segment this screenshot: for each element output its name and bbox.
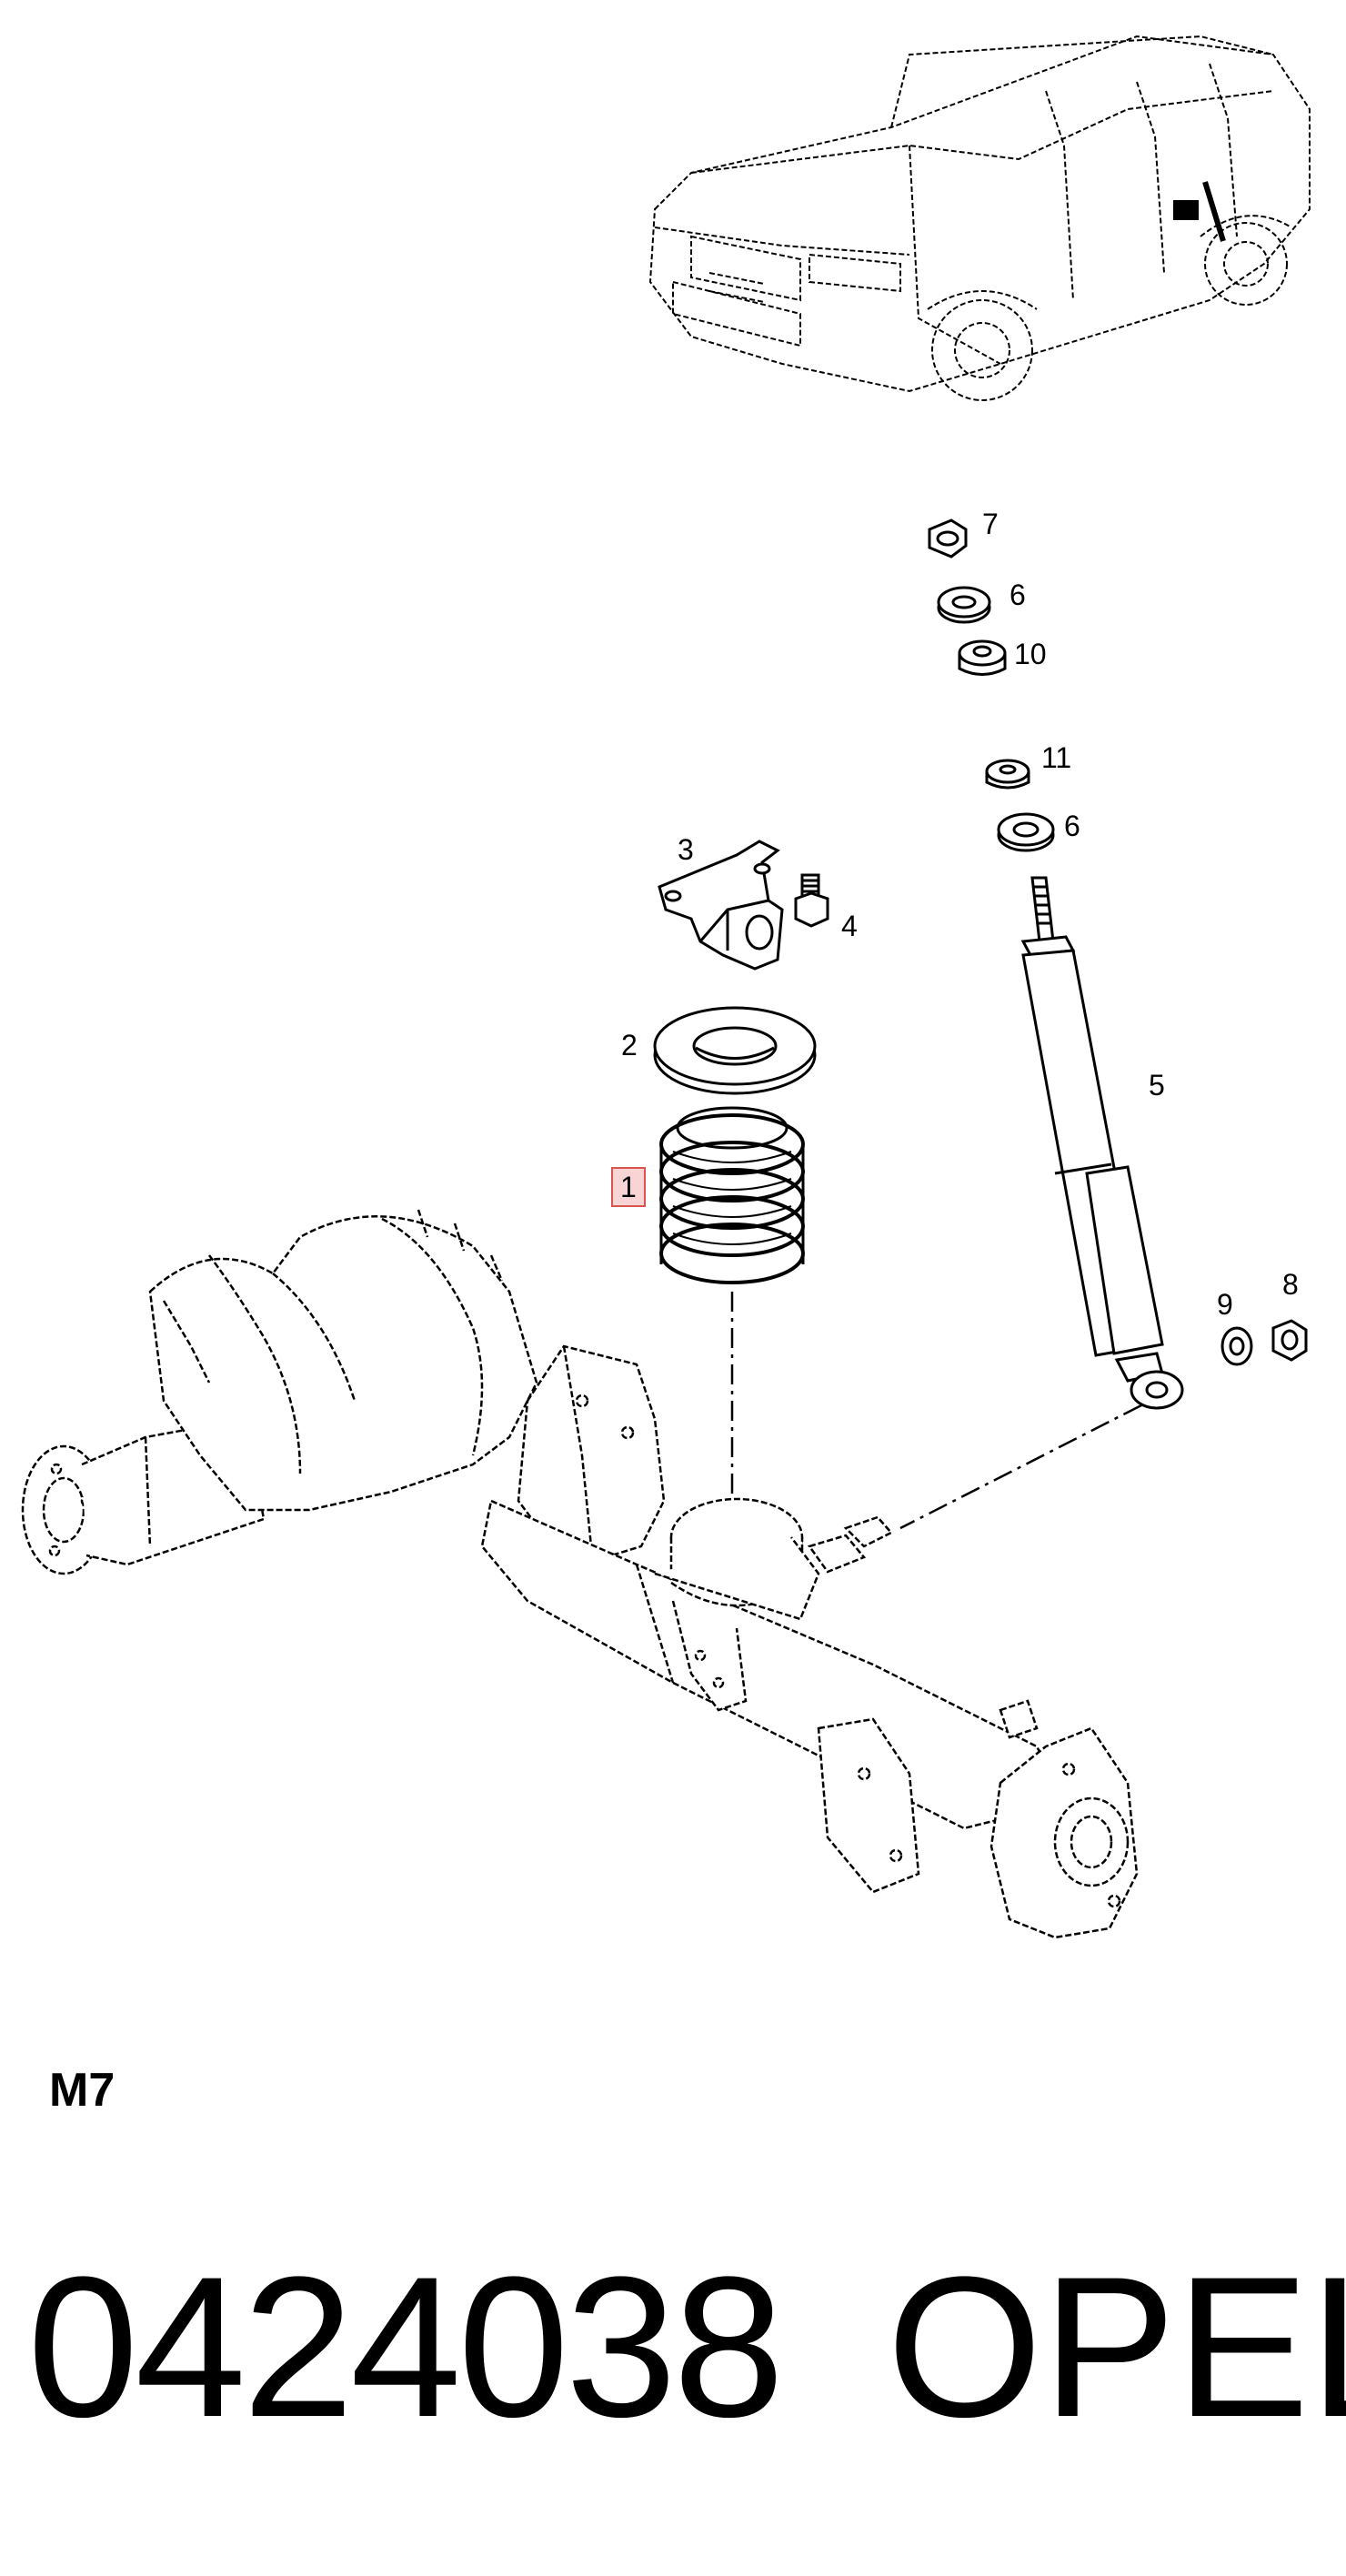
rear-axle-assembly <box>21 1209 1139 1939</box>
callout-6-lower: 6 <box>1064 810 1080 842</box>
part-1-coil-spring <box>659 1106 805 1284</box>
part-number: 0424038 <box>27 2235 784 2459</box>
section-code: M7 <box>49 2064 116 2117</box>
part-10-bushing <box>958 639 1007 676</box>
brand-name: OPEL <box>887 2235 1346 2459</box>
callout-2: 2 <box>621 1029 638 1062</box>
callout-8: 8 <box>1282 1268 1299 1301</box>
assembly-center-lines <box>730 1292 1142 1530</box>
callout-10: 10 <box>1014 638 1047 670</box>
part-7-nut <box>928 518 968 558</box>
part-2-spring-seat <box>653 1006 817 1095</box>
part-6-washer-upper <box>937 586 991 624</box>
callout-6-upper: 6 <box>1010 579 1026 611</box>
callout-3: 3 <box>678 833 694 866</box>
part-9-washer <box>1220 1326 1253 1366</box>
part-3-bracket <box>658 840 784 971</box>
callout-5: 5 <box>1149 1069 1165 1102</box>
part-11-bushing <box>985 759 1030 790</box>
callout-11: 11 <box>1041 741 1072 774</box>
callout-9: 9 <box>1217 1288 1233 1321</box>
callout-7: 7 <box>982 508 999 540</box>
part-4-bolt <box>794 873 829 928</box>
callout-4: 4 <box>841 910 858 942</box>
part-5-shock-absorber <box>1020 876 1184 1410</box>
part-8-nut <box>1271 1319 1308 1362</box>
vehicle-location-marker <box>1173 181 1226 242</box>
callout-1-highlighted[interactable]: 1 <box>611 1167 646 1207</box>
vehicle-illustration <box>648 35 1311 401</box>
part-6-washer-lower <box>997 812 1055 852</box>
